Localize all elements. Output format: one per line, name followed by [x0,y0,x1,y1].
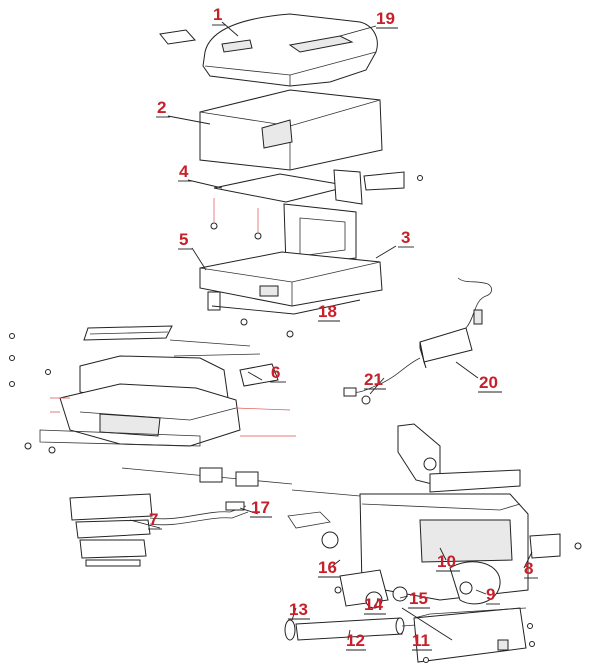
cover-flap [159,29,196,45]
callout-1: 1 [213,5,223,24]
callout-18: 18 [318,302,337,321]
callout-20: 20 [479,373,498,392]
top-cover [202,13,378,87]
callout-21: 21 [364,370,383,389]
callout-17: 17 [251,498,270,517]
callout-underlines [148,24,538,651]
callout-9: 9 [486,585,496,604]
callout-8: 8 [524,559,534,578]
callout-12: 12 [346,631,365,650]
callout-11: 11 [412,631,430,650]
callout-15: 15 [409,589,428,608]
callout-2: 2 [157,98,167,117]
bottom-cover [413,607,535,663]
callout-6: 6 [271,363,281,382]
callout-3: 3 [401,228,411,247]
callout-4: 4 [179,162,189,181]
callout-leaders [129,21,533,641]
power-adapter [343,277,492,405]
callout-13: 13 [289,600,308,619]
flat-cable [149,501,249,526]
callout-16: 16 [318,558,337,577]
callout-5: 5 [179,230,189,249]
printer-mechanism [9,325,296,567]
base-housing [199,251,383,338]
callout-7: 7 [149,510,159,529]
callout-19: 19 [376,9,395,28]
platen-roller [284,617,431,641]
callout-14: 14 [364,595,383,614]
frame-assembly [287,423,582,609]
main-board-assembly [210,169,423,267]
callout-10: 10 [437,552,456,571]
middle-housing [199,89,383,171]
